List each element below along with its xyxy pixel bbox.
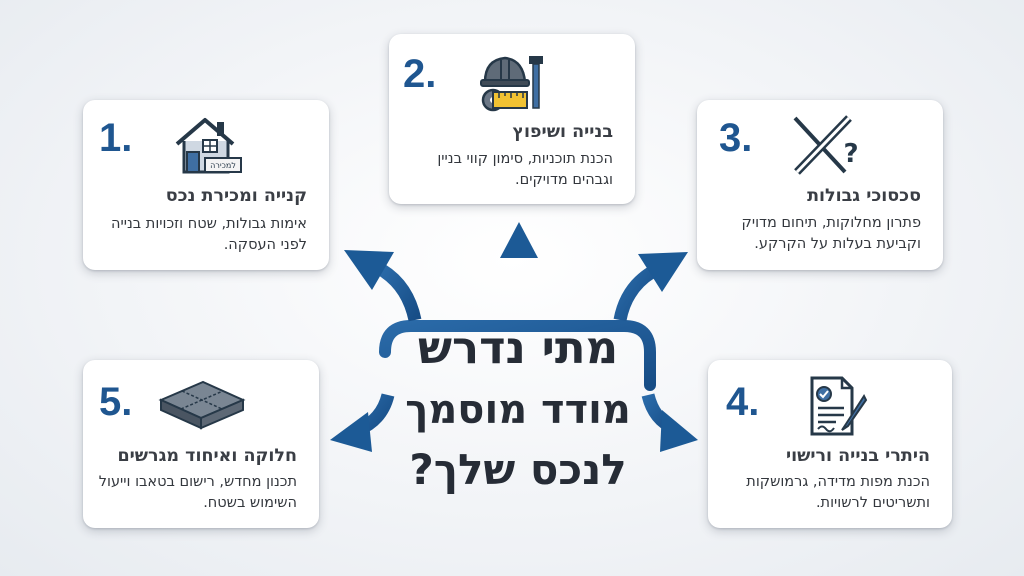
document-pen-icon xyxy=(802,374,872,438)
arrow-to-card-3 xyxy=(613,252,688,322)
hardhat-hammer-tape-icon xyxy=(479,48,549,112)
card-buy-sell: 1. למכירה קנייה ומכירת נכס אימות גבולות,… xyxy=(83,100,329,270)
card-number: 4. xyxy=(726,380,760,424)
card-number: 1. xyxy=(99,116,133,160)
card-title: סכסוכי גבולות xyxy=(807,186,921,206)
card-construction: 2. בנייה ושיפוץ הכנת תוכניות, סימון קווי… xyxy=(389,34,635,204)
card-description: תכנון מחדש, רישום בטאבו וייעול השימוש בש… xyxy=(98,474,297,511)
arrow-to-card-2 xyxy=(500,222,538,318)
card-parcel-division: 5. חלוקה ואיחוד מגרשים תכנון מחדש, רישום… xyxy=(83,360,319,528)
land-parcels-icon xyxy=(157,378,247,434)
crossed-lines-question-icon: ? xyxy=(791,114,861,178)
arrow-to-card-4 xyxy=(641,393,698,452)
card-number: 5. xyxy=(99,380,133,424)
house-for-sale-icon: למכירה xyxy=(173,114,243,178)
arrow-to-card-1 xyxy=(344,250,422,322)
card-description: פתרון מחלוקות, תיחום מדויק וקביעת בעלות … xyxy=(741,215,921,252)
card-title: בנייה ושיפוץ xyxy=(512,122,613,142)
center-title-line-2: מודד מוסמך xyxy=(405,387,631,433)
card-title: היתרי בנייה ורישוי xyxy=(785,446,930,466)
svg-text:?: ? xyxy=(843,139,858,169)
card-title: חלוקה ואיחוד מגרשים xyxy=(117,446,297,466)
card-description: הכנת מפות מדידה, גרמושקות ותשריטים לרשוי… xyxy=(746,474,930,511)
card-number: 2. xyxy=(403,52,437,96)
center-title-line-1: מתי נדרש xyxy=(417,321,619,374)
center-frame xyxy=(379,320,656,391)
card-number: 3. xyxy=(719,116,753,160)
card-boundary-disputes: 3. ? סכסוכי גבולות פתרון מחלוקות, תיחום … xyxy=(697,100,943,270)
center-title-line-3: לנכס שלך? xyxy=(409,445,627,494)
center-title: מתי נדרש מודד מוסמך לנכס שלך? xyxy=(395,318,641,500)
for-sale-sign-text: למכירה xyxy=(210,161,236,170)
arrow-to-card-5 xyxy=(330,393,395,452)
card-description: הכנת תוכניות, סימון קווי בניין וגבהים מד… xyxy=(437,151,613,188)
card-permits: 4. היתרי בנייה ורישוי הכנת מפות מדידה, ג… xyxy=(708,360,952,528)
card-description: אימות גבולות, שטח וזכויות בנייה לפני העס… xyxy=(111,216,307,253)
card-title: קנייה ומכירת נכס xyxy=(165,186,307,206)
